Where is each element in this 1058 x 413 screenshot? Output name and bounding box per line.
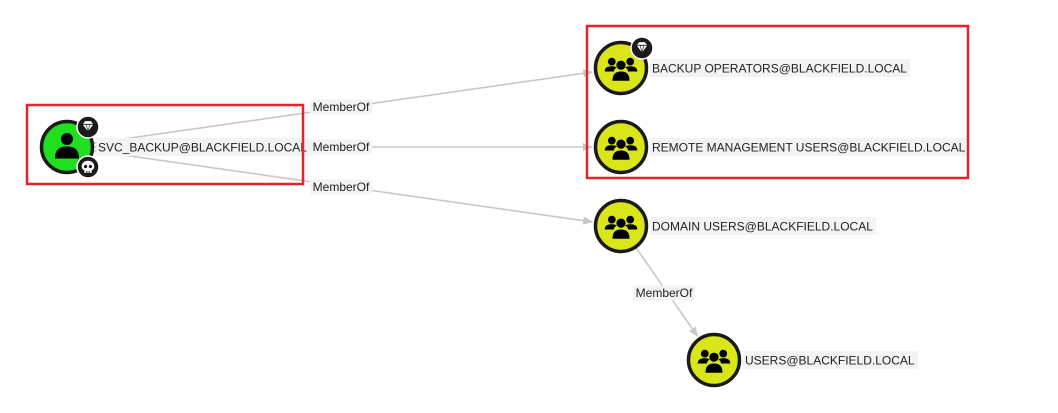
edge-label[interactable]: MemberOf — [310, 99, 372, 115]
diamond-icon — [76, 115, 100, 139]
edge-label-text: MemberOf — [313, 140, 370, 154]
diamond-icon — [630, 36, 654, 60]
node-label: DOMAIN USERS@BLACKFIELD.LOCAL — [652, 220, 873, 234]
target-highlight-box — [585, 24, 970, 180]
skull-icon — [76, 155, 100, 179]
node-rmu[interactable]: REMOTE MANAGEMENT USERS@BLACKFIELD.LOCAL — [593, 119, 969, 175]
node-svc[interactable]: SVC_BACKUP@BLACKFIELD.LOCAL — [39, 115, 311, 179]
edge-label[interactable]: MemberOf — [633, 285, 695, 301]
node-label: BACKUP OPERATORS@BLACKFIELD.LOCAL — [652, 62, 907, 76]
node-label-bg — [650, 59, 911, 77]
edge-label[interactable]: MemberOf — [310, 139, 372, 155]
node-bo[interactable]: BACKUP OPERATORS@BLACKFIELD.LOCAL — [593, 36, 911, 96]
edge-label-text: MemberOf — [313, 100, 370, 114]
node-users[interactable]: USERS@BLACKFIELD.LOCAL — [686, 332, 918, 388]
node-label: SVC_BACKUP@BLACKFIELD.LOCAL — [98, 141, 307, 155]
nodes-layer: SVC_BACKUP@BLACKFIELD.LOCAL BACKUP OPERAT… — [39, 36, 969, 388]
node-label-bg — [743, 351, 918, 369]
edge-label-bg — [310, 179, 372, 195]
node-label-bg — [650, 217, 877, 235]
node-label: REMOTE MANAGEMENT USERS@BLACKFIELD.LOCAL — [652, 141, 966, 155]
node-label-bg — [650, 138, 969, 156]
source-highlight-box — [25, 103, 305, 186]
edge-label-bg — [310, 139, 372, 155]
edge-label-bg — [310, 99, 372, 115]
node-label: USERS@BLACKFIELD.LOCAL — [745, 354, 915, 368]
edge-label-text: MemberOf — [636, 286, 693, 300]
highlights-layer — [25, 24, 970, 186]
edge-label[interactable]: MemberOf — [310, 179, 372, 195]
node-label-bg — [96, 138, 311, 156]
node-du[interactable]: DOMAIN USERS@BLACKFIELD.LOCAL — [593, 198, 877, 254]
edge-label-bg — [633, 285, 695, 301]
edge-label-text: MemberOf — [313, 180, 370, 194]
